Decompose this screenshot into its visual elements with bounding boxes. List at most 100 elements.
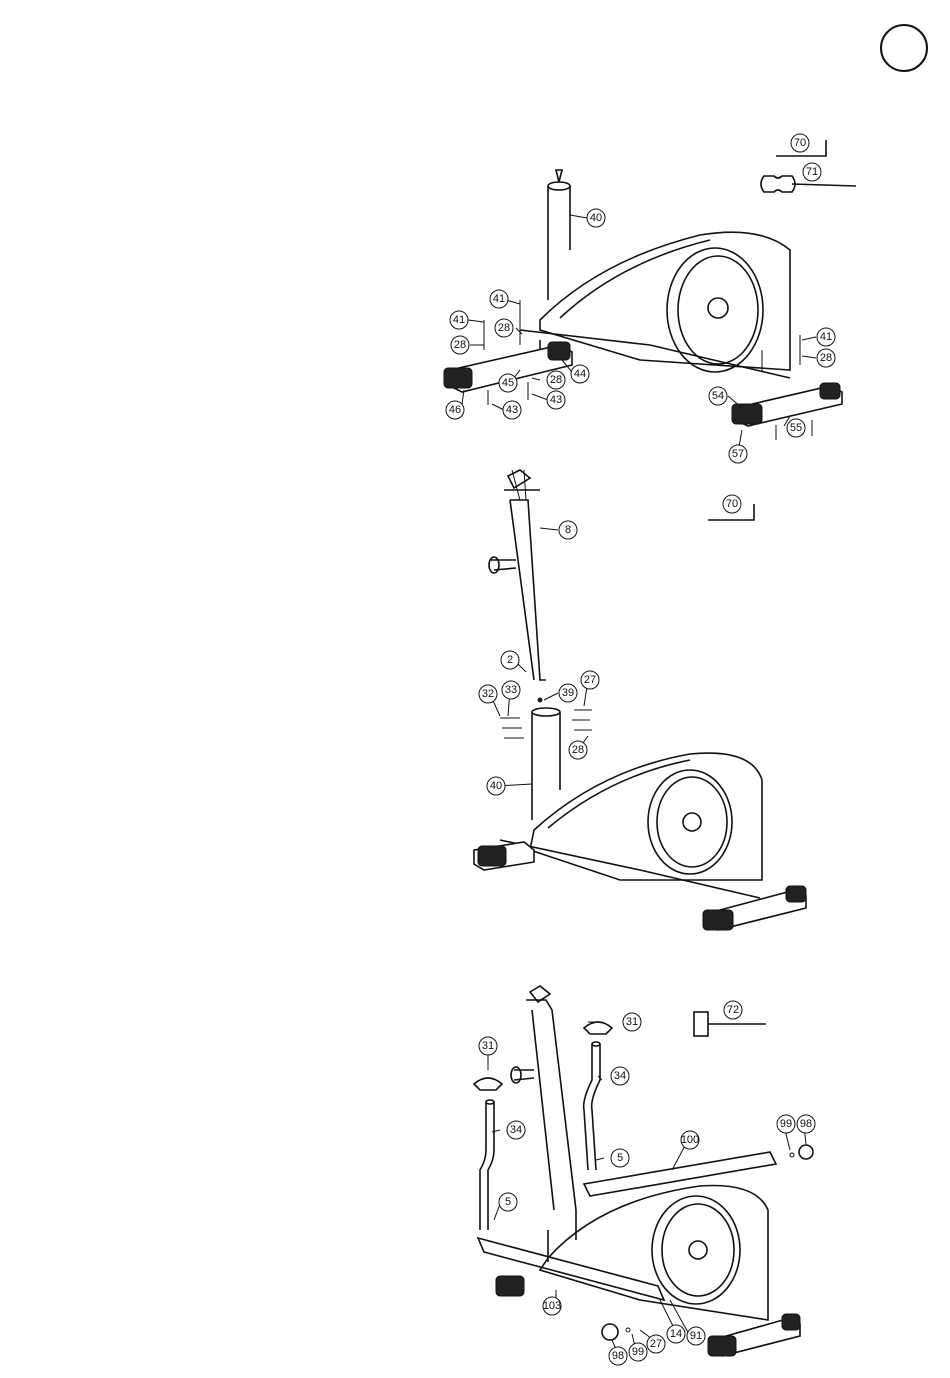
svg-text:31: 31 [482, 1040, 494, 1052]
svg-text:91: 91 [690, 1330, 702, 1342]
svg-text:28: 28 [498, 322, 510, 334]
svg-text:41: 41 [493, 293, 505, 305]
front-stabilizer [474, 842, 534, 870]
svg-text:40: 40 [490, 780, 502, 792]
svg-text:28: 28 [572, 744, 584, 756]
callout-31: 31 [479, 1037, 497, 1055]
callout-54: 54 [709, 387, 727, 405]
callout-100: 100 [681, 1131, 699, 1149]
svg-text:45: 45 [502, 377, 514, 389]
svg-text:46: 46 [449, 404, 461, 416]
svg-text:54: 54 [712, 390, 724, 402]
handlebar-left [480, 1100, 494, 1230]
callout-41: 41 [450, 311, 468, 329]
svg-text:43: 43 [506, 404, 518, 416]
svg-text:55: 55 [790, 422, 802, 434]
svg-text:39: 39 [562, 687, 574, 699]
callout-46: 46 [446, 401, 464, 419]
callout-27: 27 [647, 1335, 665, 1353]
step2-diagram: 70 8 2 32 33 39 27 28 40 [0, 466, 950, 946]
rear-stabilizer [703, 886, 806, 930]
svg-text:34: 34 [510, 1124, 522, 1136]
svg-text:27: 27 [650, 1338, 662, 1350]
callout-98: 98 [609, 1347, 627, 1365]
callout-71: 71 [803, 163, 821, 181]
callout-34: 34 [611, 1067, 629, 1085]
svg-text:70: 70 [726, 498, 738, 510]
svg-text:103: 103 [543, 1300, 561, 1312]
svg-text:5: 5 [505, 1196, 511, 1208]
callout-34: 34 [507, 1121, 525, 1139]
front-stabilizer [496, 1276, 524, 1296]
svg-text:43: 43 [550, 394, 562, 406]
callout-28: 28 [569, 741, 587, 759]
svg-text:41: 41 [820, 331, 832, 343]
callout-5: 5 [499, 1193, 517, 1211]
joint-hardware [500, 698, 592, 738]
handlebar-right [584, 1042, 600, 1170]
svg-text:31: 31 [626, 1016, 638, 1028]
svg-text:98: 98 [800, 1118, 812, 1130]
callout-45: 45 [499, 374, 517, 392]
callout-2: 2 [501, 651, 519, 669]
callout-72: 72 [724, 1001, 742, 1019]
svg-text:28: 28 [550, 374, 562, 386]
callout-31: 31 [623, 1013, 641, 1031]
callout-43: 43 [503, 401, 521, 419]
svg-text:40: 40 [590, 212, 602, 224]
svg-text:41: 41 [453, 314, 465, 326]
callout-33: 33 [502, 681, 520, 699]
rear-stabilizer [732, 383, 842, 426]
page-number-badge [880, 24, 928, 72]
svg-text:99: 99 [780, 1118, 792, 1130]
callout-28: 28 [451, 336, 469, 354]
elliptical-body [500, 753, 762, 898]
svg-text:99: 99 [632, 1346, 644, 1358]
upright-tube [548, 170, 570, 300]
callout-55: 55 [787, 419, 805, 437]
svg-text:27: 27 [584, 674, 596, 686]
callout-28: 28 [817, 349, 835, 367]
svg-text:8: 8 [565, 524, 571, 536]
callout-28: 28 [495, 319, 513, 337]
svg-text:2: 2 [507, 654, 513, 666]
leader-lines [488, 1022, 806, 1354]
callout-41: 41 [817, 328, 835, 346]
callout-57: 57 [729, 445, 747, 463]
callout-41: 41 [490, 290, 508, 308]
callout-70: 70 [791, 134, 809, 152]
svg-text:28: 28 [454, 339, 466, 351]
svg-text:14: 14 [670, 1328, 682, 1340]
callout-43: 43 [547, 391, 565, 409]
callout-70: 70 [723, 495, 741, 513]
elliptical-body [540, 1186, 768, 1321]
callout-28: 28 [547, 371, 565, 389]
rear-stabilizer [708, 1314, 800, 1356]
callout-14: 14 [667, 1325, 685, 1343]
svg-text:98: 98 [612, 1350, 624, 1362]
callout-27: 27 [581, 671, 599, 689]
callout-8: 8 [559, 521, 577, 539]
svg-text:44: 44 [574, 368, 586, 380]
callout-40: 40 [487, 777, 505, 795]
svg-text:34: 34 [614, 1070, 626, 1082]
step1-diagram: 70 71 40 41 41 41 28 28 28 28 44 45 46 4… [0, 120, 950, 470]
svg-text:70: 70 [794, 137, 806, 149]
callout-98: 98 [797, 1115, 815, 1133]
callout-103: 103 [543, 1297, 561, 1315]
callout-39: 39 [559, 684, 577, 702]
svg-text:71: 71 [806, 166, 818, 178]
console-mast [489, 470, 546, 680]
upright-tube [532, 708, 560, 820]
callout-99: 99 [629, 1343, 647, 1361]
svg-text:28: 28 [820, 352, 832, 364]
callout-32: 32 [479, 685, 497, 703]
callout-5: 5 [611, 1149, 629, 1167]
svg-text:57: 57 [732, 448, 744, 460]
callout-99: 99 [777, 1115, 795, 1133]
svg-text:72: 72 [727, 1004, 739, 1016]
svg-text:5: 5 [617, 1152, 623, 1164]
console-mast [511, 986, 576, 1210]
step3-diagram: 72 31 31 34 34 5 5 100 99 98 103 91 14 2… [0, 980, 950, 1378]
svg-text:100: 100 [681, 1134, 699, 1146]
